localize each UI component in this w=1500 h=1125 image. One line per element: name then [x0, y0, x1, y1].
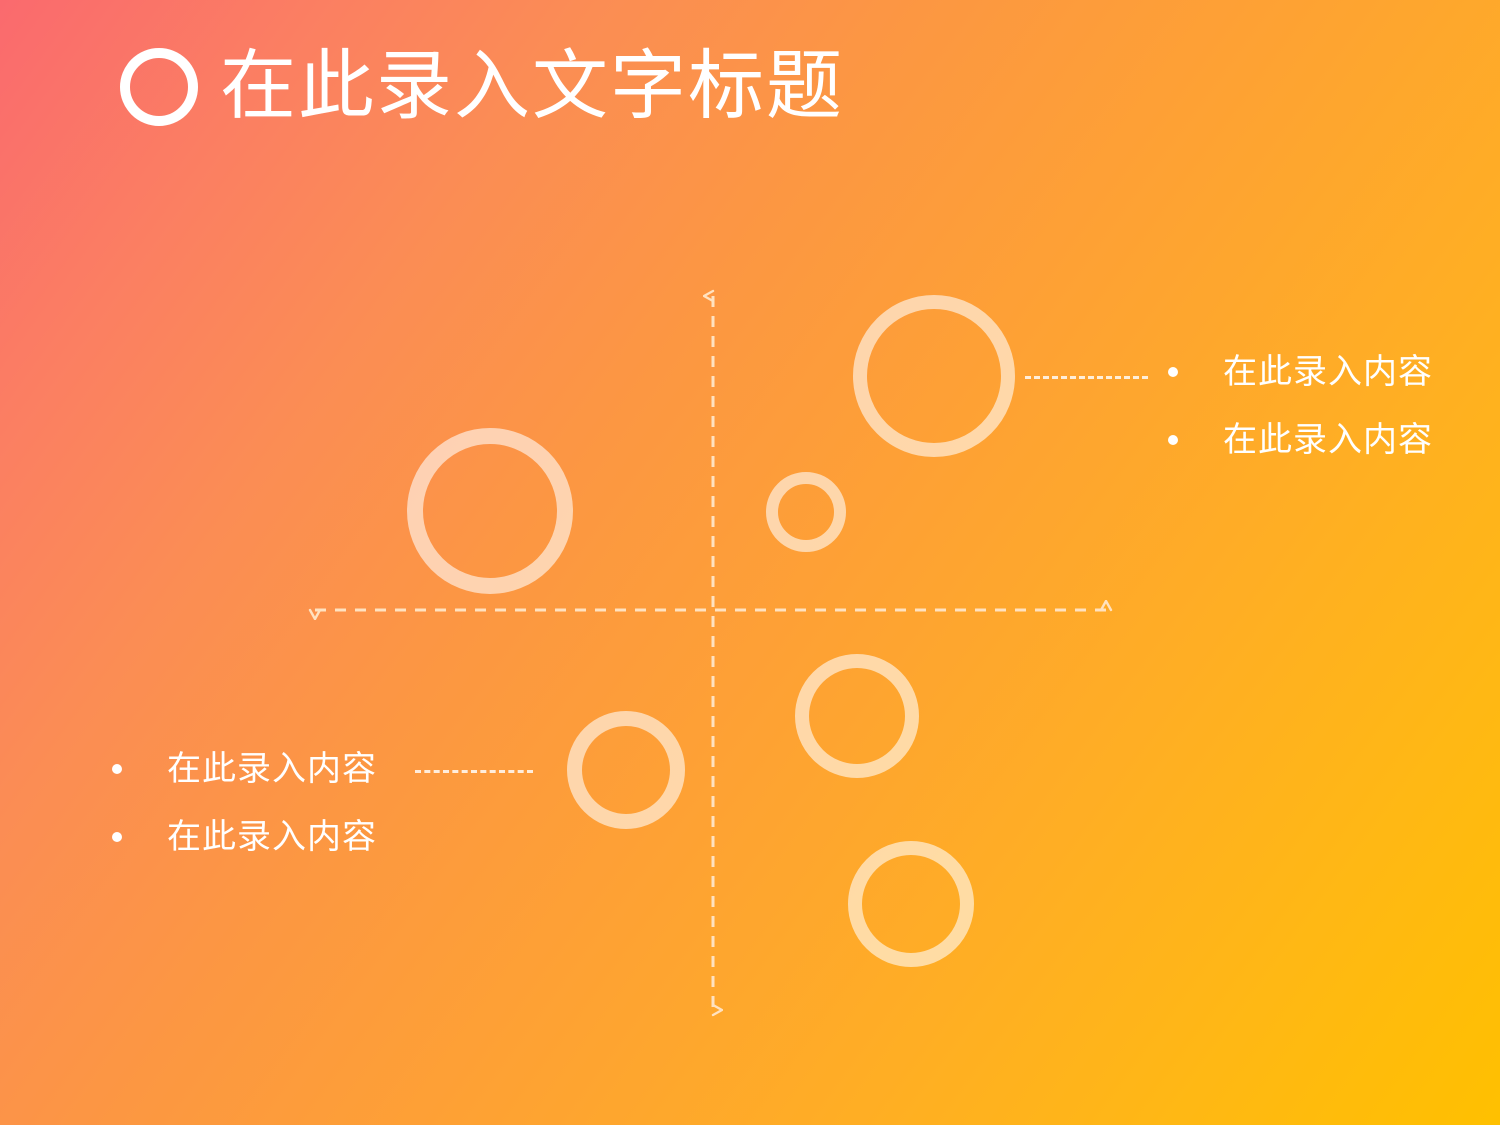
list-item[interactable]: 在此录入内容: [112, 820, 377, 854]
page-title-text: 在此录入文字标题: [220, 44, 844, 129]
bullet-dot-icon: [1168, 367, 1178, 377]
list-item[interactable]: 在此录入内容: [1168, 355, 1433, 389]
list-item-label: 在此录入内容: [167, 750, 377, 788]
list-item-label: 在此录入内容: [1223, 421, 1433, 459]
bubble-mid-lower-right: [795, 654, 919, 778]
bubble-large-upper-right: [853, 295, 1015, 457]
connector-left: [415, 770, 533, 773]
bubble-bottom-right: [848, 841, 974, 967]
bullet-dot-icon: [112, 832, 122, 842]
bullet-list-left: 在此录入内容 在此录入内容: [112, 752, 377, 888]
list-item[interactable]: 在此录入内容: [1168, 423, 1433, 457]
list-item-label: 在此录入内容: [1223, 353, 1433, 391]
list-item-label: 在此录入内容: [167, 818, 377, 856]
bubble-small-center: [766, 472, 846, 552]
bullet-list-right: 在此录入内容 在此录入内容: [1168, 355, 1433, 491]
connector-right: [1025, 376, 1148, 379]
bubble-lower-left: [567, 711, 685, 829]
bullet-dot-icon: [112, 764, 122, 774]
ring-circle-icon: [120, 48, 198, 126]
list-item[interactable]: 在此录入内容: [112, 752, 377, 786]
bullet-dot-icon: [1168, 435, 1178, 445]
bubble-large-left: [407, 428, 573, 594]
page-title: 在此录入文字标题: [120, 48, 844, 126]
